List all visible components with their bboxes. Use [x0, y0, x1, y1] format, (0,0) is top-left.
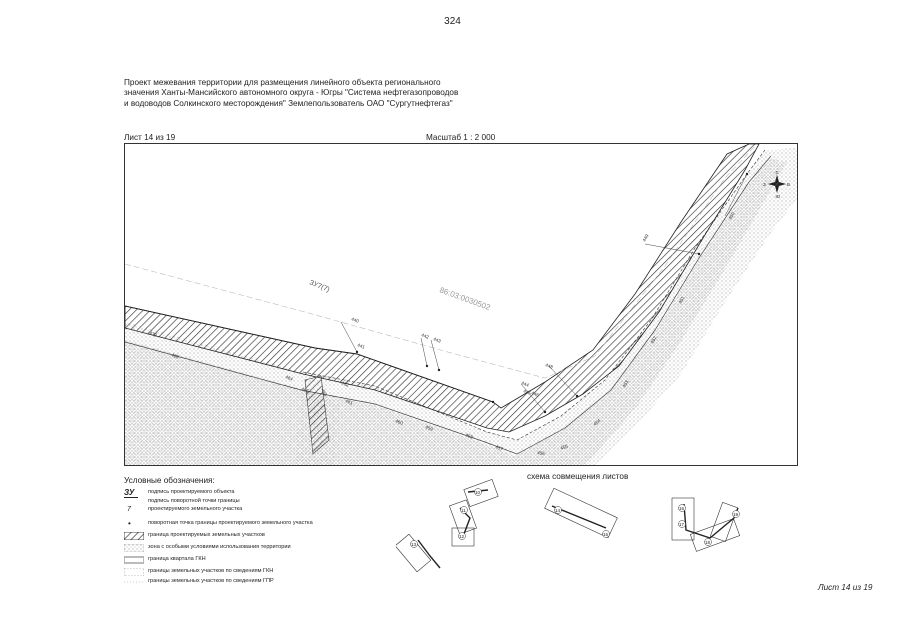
parcel-label: ЗУ7(7): [308, 279, 330, 293]
document-title-line-3: и водоводов Солкинского месторождения" З…: [124, 98, 453, 108]
legend-text: подпись проектируемого объекта: [148, 489, 235, 495]
sheet-scheme: 10 11 12 13 14 15 16 17 18 19: [394, 478, 796, 588]
point-label: 458: [465, 432, 474, 440]
legend-quarter-swatch: [124, 556, 144, 564]
point-label: 449: [642, 233, 650, 243]
legend-symbol-text: 7: [127, 506, 131, 513]
point-label: 466: [171, 352, 180, 360]
sheet-label: Лист 14 из 19: [124, 133, 176, 142]
parcel-boundary-inner: [302, 149, 766, 441]
point-label: 452: [650, 335, 658, 345]
document-title: Проект межевания территории для размещен…: [124, 78, 544, 109]
legend-text: границы земельных участков по сведениям …: [148, 578, 274, 584]
quarter-boundary: [125, 144, 758, 379]
legend-text: зона с особыми условиями использования т…: [148, 544, 291, 550]
footer-sheet-label: Лист 14 из 19: [818, 583, 873, 592]
legend-text: поворотная точка границы проектируемого …: [148, 520, 313, 526]
survey-map-drawing: 86:03:0030502 ЗУ7(7) 439 440 441 442 443…: [125, 144, 797, 465]
compass-letter: З: [763, 182, 766, 187]
legend-hatch-swatch: [124, 532, 144, 540]
legend-text: граница проектируемых земельных участков: [148, 532, 265, 538]
projected-parcel-hatched: [125, 144, 760, 433]
survey-map: 86:03:0030502 ЗУ7(7) 439 440 441 442 443…: [124, 143, 798, 466]
scheme-sheet-number: 13: [411, 542, 417, 547]
scheme-sheet-number: 11: [461, 508, 466, 513]
page-number: 324: [444, 16, 461, 27]
point-label: 456: [537, 450, 546, 456]
road-corridor: [125, 158, 787, 465]
cadastral-quarter-label: 86:03:0030502: [438, 285, 492, 312]
branch-zone: [295, 390, 339, 465]
point-label: 450: [728, 211, 736, 221]
point-label: 444: [521, 380, 530, 388]
point-label: 465: [301, 386, 310, 394]
legend-symbol-text: ЗУ: [124, 489, 138, 498]
legend-text: границы земельных участков по сведениям …: [148, 568, 274, 574]
point-label: 448: [545, 362, 554, 370]
scale-label: Масштаб 1 : 2 000: [426, 133, 496, 142]
point-label: 442: [421, 332, 430, 340]
compass-letter: С: [776, 170, 780, 175]
legend-symbol-text: [124, 498, 144, 506]
boundary-points: [355, 172, 749, 414]
scheme-sheet-number: 19: [733, 512, 739, 517]
document-title-line-2: значения Ханты-Мансийского автономного о…: [124, 88, 459, 98]
point-label: 440: [351, 316, 360, 324]
scheme-title: схема совмещения листов: [527, 472, 629, 481]
point-label: 441: [357, 342, 366, 350]
point-leader-lines: [340, 173, 748, 413]
scheme-sheet-number: 12: [459, 534, 465, 539]
scheme-sheet-number: 14: [555, 508, 561, 513]
point-label: 457: [495, 444, 504, 452]
document-title-line-1: Проект межевания территории для размещен…: [124, 78, 441, 87]
compass-letter: В: [787, 182, 790, 187]
point-label: 453: [622, 379, 630, 389]
point-label: 461: [345, 398, 354, 406]
point-label: 462: [341, 380, 350, 388]
point-label: 445: [523, 388, 532, 396]
point-label: 464: [285, 374, 294, 382]
compass-rose-icon: С В Ю З: [763, 170, 790, 199]
legend-text: подпись поворотной точки границы: [148, 498, 240, 504]
point-label: 446: [531, 390, 540, 398]
scheme-sheet-number: 17: [679, 522, 685, 527]
point-label: 439: [149, 330, 158, 338]
legend-text: граница квартала ГКН: [148, 556, 206, 562]
point-label: 454: [592, 418, 601, 427]
sheet-scheme-drawing: 10 11 12 13 14 15 16 17 18 19: [394, 479, 741, 573]
parcel-boundary-outer: [125, 305, 494, 403]
legend-gkn-swatch: [124, 568, 144, 576]
scheme-sheet-number: 16: [679, 506, 685, 511]
point-label: 455: [560, 443, 569, 450]
legend-symbol-text: •: [128, 519, 131, 528]
legend-title: Условные обозначения:: [124, 476, 215, 485]
compass-letter: Ю: [776, 194, 781, 199]
legend-text: проектируемого земельного участка: [148, 506, 243, 512]
scheme-sheet-number: 10: [475, 490, 481, 495]
point-label: 459: [425, 424, 434, 432]
point-label: 463: [320, 388, 328, 398]
legend-gpr-swatch: [124, 581, 144, 583]
point-label: 451: [678, 295, 686, 305]
legend-dots-swatch: [124, 544, 144, 552]
scheme-sheet-number: 18: [705, 540, 711, 545]
parcel-boundary-road: [125, 155, 772, 455]
scheme-sheet-number: 15: [603, 532, 609, 537]
point-label: 443: [433, 336, 442, 344]
point-label: 460: [395, 418, 404, 426]
